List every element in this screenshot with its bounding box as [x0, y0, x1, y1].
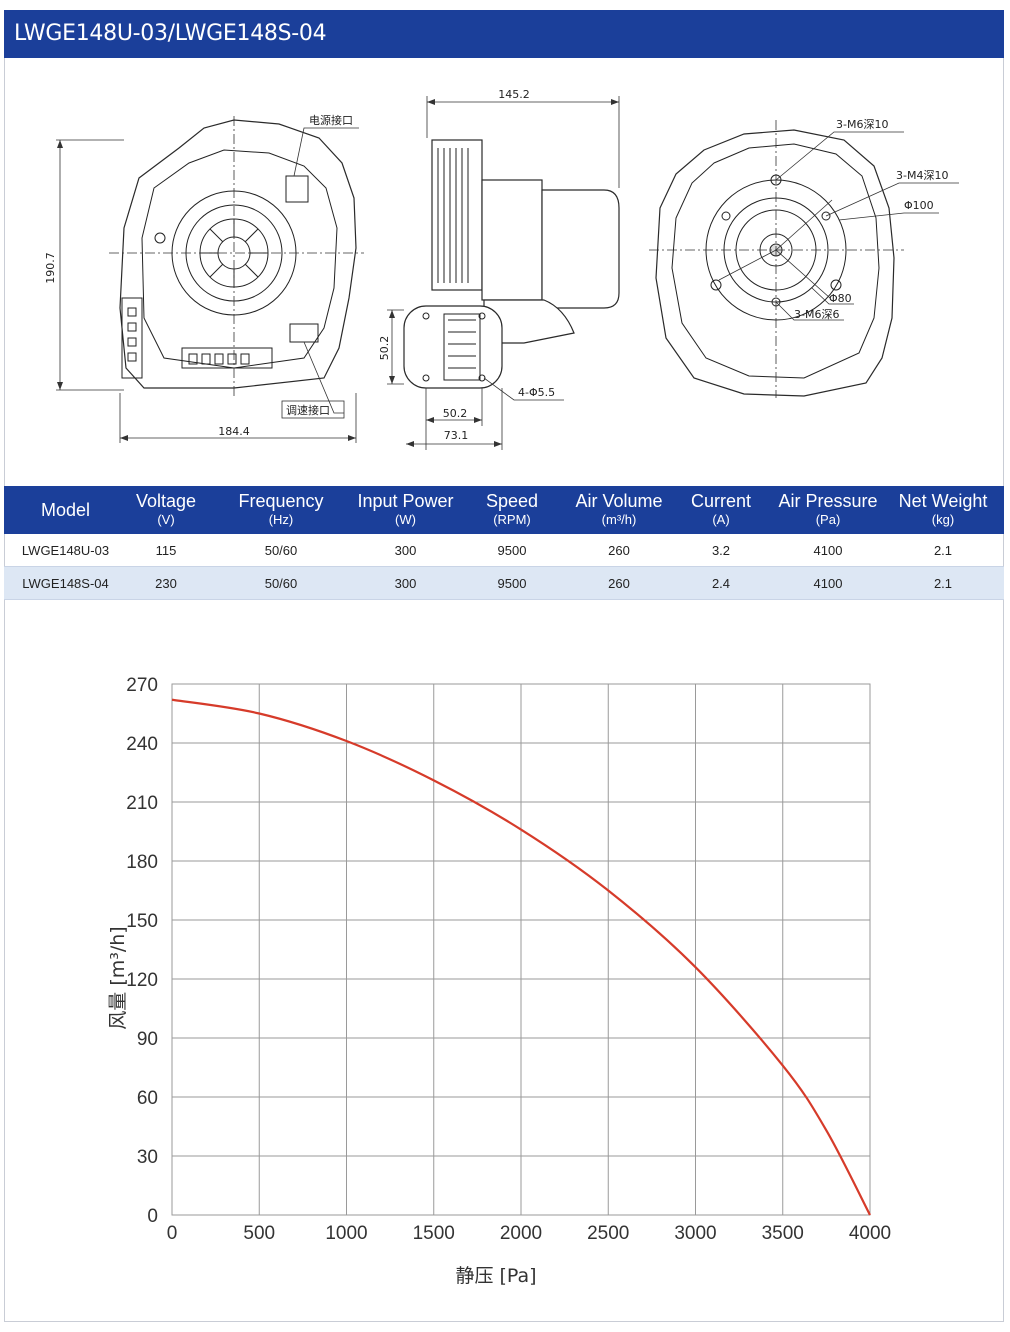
- x-tick-label: 4000: [849, 1223, 891, 1244]
- cell-voltage: 115: [127, 534, 205, 567]
- cell-net-weight: 2.1: [882, 534, 1004, 567]
- side-width2-dim: 73.1: [444, 429, 469, 442]
- performance-chart: 0 30 60 90 120 150 180 210 240 270 0 500 1000 1500 20…: [107, 675, 891, 1287]
- page-title: LWGE148U-03/LWGE148S-04: [4, 10, 1004, 58]
- spec-table-header: Model Voltage(V) Frequency(Hz) Input Pow…: [4, 486, 1004, 534]
- rear-housing: [655, 129, 895, 397]
- rear-phi100-label: Φ100: [904, 199, 934, 212]
- x-tick-label: 1500: [413, 1223, 455, 1244]
- x-tick-label: 2000: [500, 1223, 542, 1244]
- y-tick-label: 90: [137, 1029, 158, 1050]
- y-tick-label: 60: [137, 1088, 158, 1109]
- cell-current: 3.2: [668, 534, 774, 567]
- front-view: 190.7 184.4 电源接口 调速接口: [44, 113, 364, 443]
- header-frequency: Frequency(Hz): [205, 486, 357, 534]
- power-port-label: 电源接口: [309, 113, 353, 127]
- y-tick-label: 0: [147, 1206, 158, 1227]
- front-height-dim: 190.7: [44, 252, 57, 284]
- header-voltage: Voltage(V): [127, 486, 205, 534]
- x-tick-label: 1000: [325, 1223, 367, 1244]
- y-tick-label: 210: [126, 793, 158, 814]
- front-width-dim: 184.4: [218, 425, 250, 438]
- header-input-power: Input Power(W): [357, 486, 454, 534]
- x-tick-label: 3000: [674, 1223, 716, 1244]
- cell-input-power: 300: [357, 534, 454, 567]
- y-tick-label: 180: [126, 852, 158, 873]
- y-tick-label: 270: [126, 675, 158, 696]
- cell-frequency: 50/60: [205, 566, 357, 600]
- plot-frame: [171, 683, 871, 1216]
- y-axis-label: 风量 [m³/h]: [107, 926, 129, 1029]
- front-housing: [119, 119, 357, 389]
- series-line: [171, 698, 871, 1216]
- rear-m6-bottom-label: 3-M6深6: [794, 308, 839, 321]
- side-motor: [541, 189, 620, 309]
- rear-m4-label: 3-M4深10: [896, 169, 948, 182]
- cell-voltage: 230: [127, 566, 205, 600]
- cell-current: 2.4: [668, 566, 774, 600]
- cell-air-pressure: 4100: [774, 566, 882, 600]
- side-holes-label: 4-Φ5.5: [518, 386, 555, 399]
- cell-input-power: 300: [357, 566, 454, 600]
- header-air-volume: Air Volume(m³/h): [570, 486, 668, 534]
- cell-frequency: 50/60: [205, 534, 357, 567]
- cell-net-weight: 2.1: [882, 566, 1004, 600]
- side-length-dim: 145.2: [498, 88, 530, 101]
- y-tick-label: 240: [126, 734, 158, 755]
- chart-grid: [171, 683, 871, 1216]
- side-view: 145.2 50.2 50.2 73.1 4-Φ5.5: [378, 88, 620, 450]
- x-tick-label: 500: [243, 1223, 275, 1244]
- cell-speed: 9500: [454, 566, 570, 600]
- table-row: LWGE148S-04 230 50/60 300 9500 260 2.4 4…: [4, 566, 1004, 600]
- side-fan-housing: [431, 139, 483, 291]
- rear-m6-top-label: 3-M6深10: [836, 118, 888, 131]
- header-air-pressure: Air Pressure(Pa): [774, 486, 882, 534]
- table-row: LWGE148U-03 115 50/60 300 9500 260 3.2 4…: [4, 534, 1004, 567]
- cell-model: LWGE148S-04: [4, 566, 127, 600]
- y-tick-label: 150: [126, 911, 158, 932]
- power-port-connector: [285, 175, 309, 203]
- rear-view: 3-M6深10 3-M4深10 Φ100 Φ80 3-M6深6: [649, 118, 959, 398]
- chart-y-ticks: 0 30 60 90 120 150 180 210 240 270: [126, 675, 158, 1227]
- cell-model: LWGE148U-03: [4, 534, 127, 567]
- x-tick-label: 3500: [762, 1223, 804, 1244]
- x-axis-label: 静压 [Pa]: [455, 1265, 536, 1287]
- cell-air-pressure: 4100: [774, 534, 882, 567]
- x-tick-label: 0: [167, 1223, 178, 1244]
- chart-x-ticks: 0 500 1000 1500 2000 2500 3000 3500 4000: [167, 1223, 891, 1244]
- side-outlet: [403, 305, 503, 389]
- cell-speed: 9500: [454, 534, 570, 567]
- side-width1-dim: 50.2: [443, 407, 468, 420]
- header-speed: Speed(RPM): [454, 486, 570, 534]
- technical-drawing: 190.7 184.4 电源接口 调速接口: [44, 88, 959, 450]
- x-tick-label: 2500: [587, 1223, 629, 1244]
- spec-table: Model Voltage(V) Frequency(Hz) Input Pow…: [4, 486, 1004, 600]
- speed-port-label: 调速接口: [286, 404, 330, 417]
- side-height-dim: 50.2: [378, 336, 391, 361]
- cell-air-volume: 260: [570, 534, 668, 567]
- y-tick-label: 30: [137, 1147, 158, 1168]
- rear-phi80-label: Φ80: [829, 292, 852, 305]
- header-model: Model: [4, 486, 127, 534]
- y-tick-label: 120: [126, 970, 158, 991]
- cell-air-volume: 260: [570, 566, 668, 600]
- header-net-weight: Net Weight(kg): [882, 486, 1004, 534]
- header-current: Current(A): [668, 486, 774, 534]
